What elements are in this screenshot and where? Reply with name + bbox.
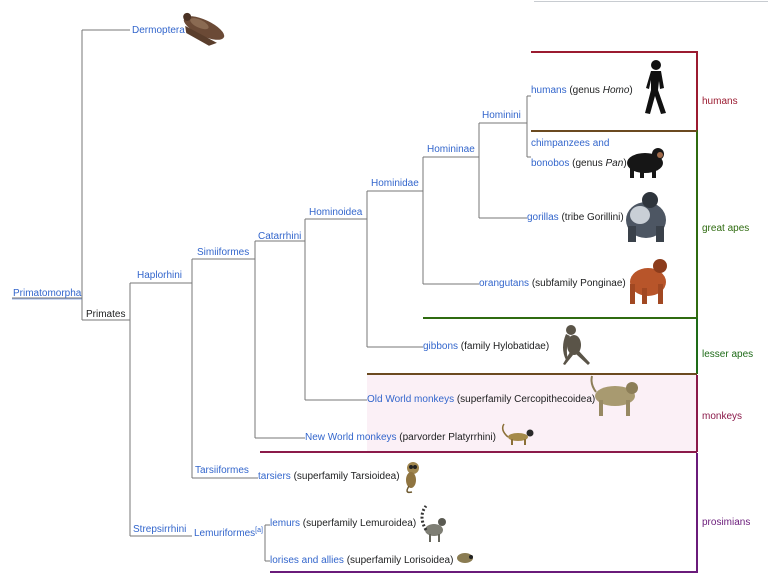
group-lesser-apes: lesser apes [702,349,753,360]
new-world-monkey-illustration [501,423,534,445]
node-strepsirrhini[interactable]: Strepsirrhini [133,524,186,535]
lorises-link[interactable]: lorises and allies [270,555,344,566]
top-divider [534,1,768,2]
node-lemuriformes[interactable]: Lemuriformes[a] [194,527,263,539]
group-prosimians: prosimians [702,517,750,528]
leaf-gorillas: gorillas (tribe Gorillini) [527,212,624,223]
node-labels: Primatomorpha Dermoptera Primates Haplor… [12,25,521,539]
loris-illustration [457,553,473,563]
chimpanzee-illustration [627,148,664,178]
group-humans: humans [702,96,738,107]
humans-bracket [531,51,698,130]
colugo-illustration [183,12,225,46]
bonobos-link[interactable]: bonobos [531,158,569,169]
baboon-illustration [590,375,638,416]
leaf-chimpanzees-line1[interactable]: chimpanzees and [531,138,609,149]
tarsier-illustration [406,462,419,494]
lemurs-link[interactable]: lemurs [270,518,300,529]
leaf-humans: humans (genus Homo) [531,85,633,96]
leaf-lemurs: lemurs (superfamily Lemuroidea) [270,518,416,529]
leaf-orangutans: orangutans (subfamily Ponginae) [479,278,626,289]
node-homininae[interactable]: Homininae [427,144,475,155]
tarsiers-link[interactable]: tarsiers [258,471,291,482]
human-silhouette [645,60,666,114]
gibbon-illustration [563,325,590,365]
leaf-gibbons: gibbons (family Hylobatidae) [423,341,549,352]
leaf-labels: humans (genus Homo) chimpanzees and bono… [258,85,633,566]
prosimians-bracket [270,453,698,573]
leaf-lorises: lorises and allies (superfamily Lorisoid… [270,555,453,566]
gibbons-link[interactable]: gibbons [423,341,458,352]
node-haplorhini[interactable]: Haplorhini [137,270,182,281]
gorillas-link[interactable]: gorillas [527,212,559,223]
lemur-illustration [420,505,446,542]
leaf-bonobos: bonobos (genus Pan) [531,158,627,169]
monkeys-region [367,375,696,452]
old-world-monkeys-link[interactable]: Old World monkeys [367,394,454,405]
node-hominini[interactable]: Hominini [482,110,521,121]
tree-branches [12,29,531,562]
node-hominoidea[interactable]: Hominoidea [309,207,363,218]
leaf-new-world-monkeys: New World monkeys (parvorder Platyrrhini… [305,432,496,443]
node-primates: Primates [86,309,125,320]
gorilla-illustration [626,192,666,242]
group-labels: humans great apes lesser apes monkeys pr… [702,96,753,528]
humans-link[interactable]: humans [531,85,567,96]
lemuriformes-footnote: [a] [255,527,263,534]
group-great-apes: great apes [702,223,749,234]
leaf-old-world-monkeys: Old World monkeys (superfamily Cercopith… [367,394,595,405]
node-simiiformes[interactable]: Simiiformes [197,247,249,258]
new-world-monkeys-link[interactable]: New World monkeys [305,432,397,443]
orangutan-illustration [630,259,667,304]
node-catarrhini[interactable]: Catarrhini [258,231,301,242]
node-primatomorpha[interactable]: Primatomorpha [13,288,82,299]
leaf-tarsiers: tarsiers (superfamily Tarsioidea) [258,471,400,482]
node-dermoptera[interactable]: Dermoptera [132,25,185,36]
group-monkeys: monkeys [702,411,742,422]
group-brackets [260,51,698,573]
node-tarsiiformes[interactable]: Tarsiiformes [195,465,249,476]
orangutans-link[interactable]: orangutans [479,278,529,289]
node-hominidae[interactable]: Hominidae [371,178,419,189]
